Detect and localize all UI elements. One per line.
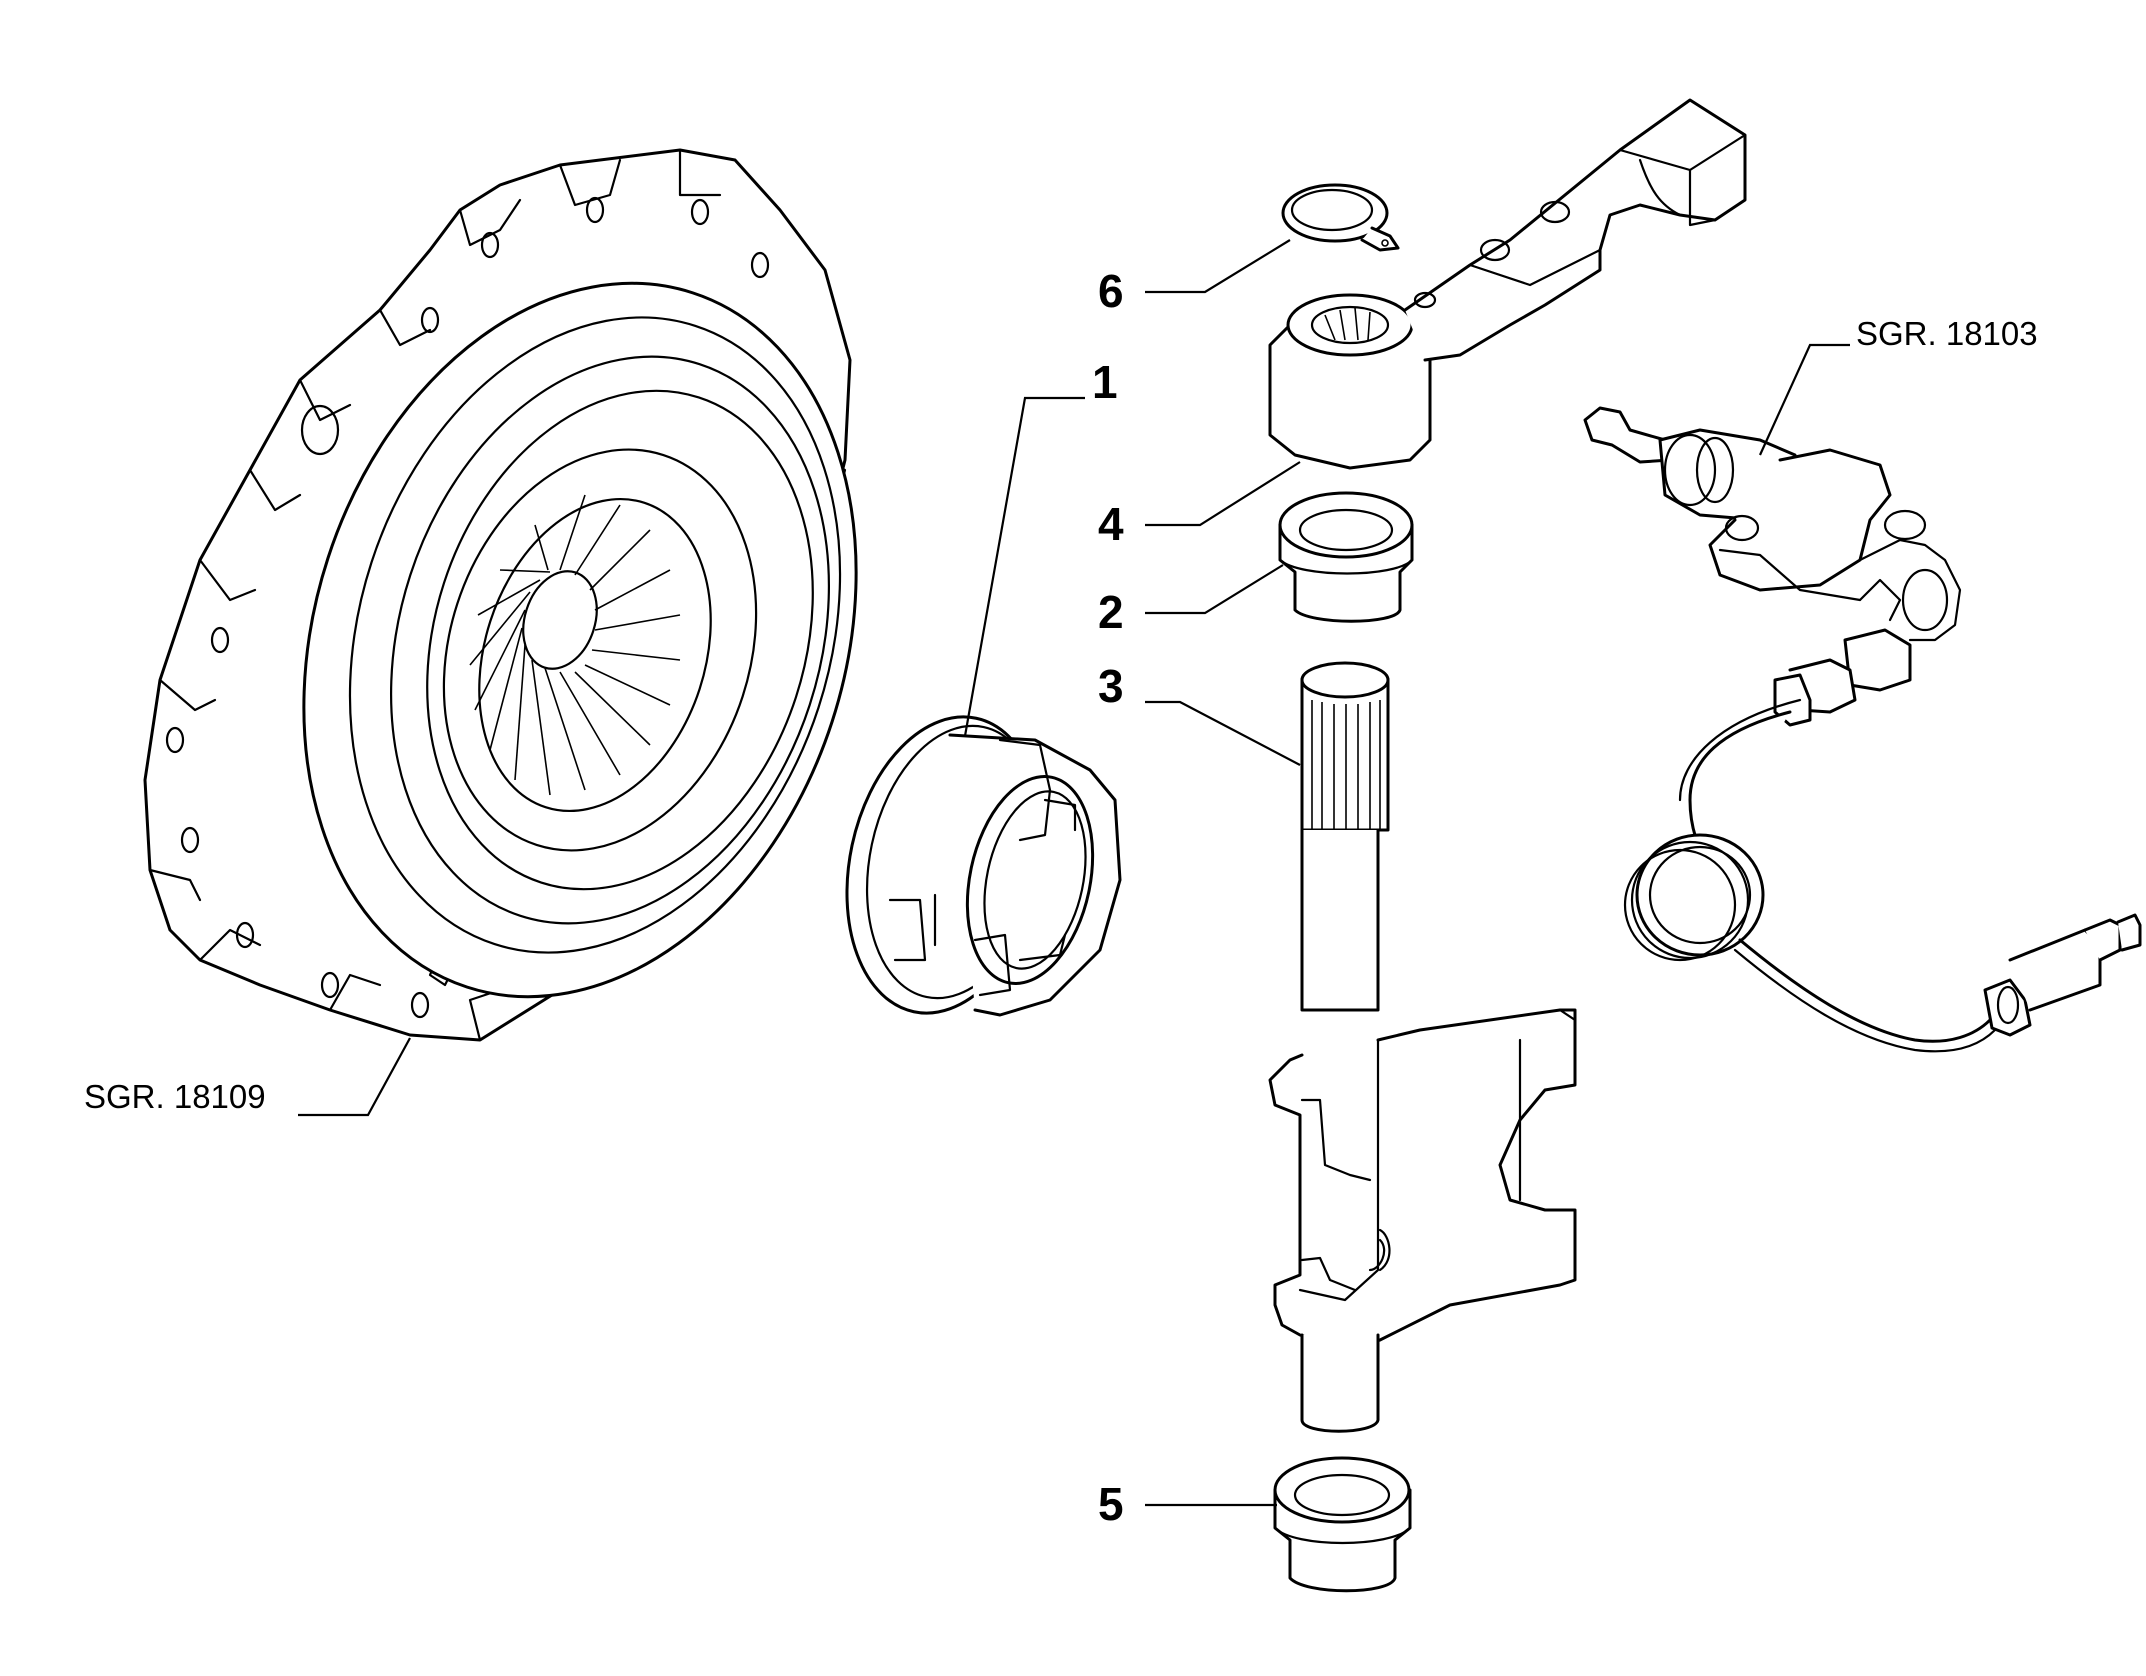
callout-1: 1 (963, 356, 1118, 737)
release-fork-shaft (1268, 661, 1577, 1433)
ref-text-sgr-18109: SGR. 18109 (84, 1078, 266, 1115)
bushing-lower (1273, 1456, 1412, 1593)
clutch-pressure-plate (143, 148, 858, 1042)
slave-cylinder-hose (1583, 406, 2142, 1053)
diaphragm-spring-fingers (469, 494, 712, 813)
callout-2: 2 (1098, 564, 1284, 638)
callout-number-1: 1 (1092, 356, 1118, 408)
release-bearing (845, 715, 1122, 1017)
callout-number-3: 3 (1098, 660, 1124, 712)
shaft-splines (1311, 700, 1381, 830)
callout-number-2: 2 (1098, 586, 1124, 638)
callout-number-4: 4 (1098, 498, 1124, 550)
callout-5: 5 (1098, 1478, 1277, 1530)
ref-label-master-cylinder: SGR. 18103 (1758, 315, 2038, 456)
bushing-upper (1278, 491, 1414, 623)
callout-3: 3 (1098, 660, 1301, 766)
release-lever (1268, 98, 1747, 470)
ref-label-clutch-cover: SGR. 18109 (84, 1037, 411, 1117)
callout-6: 6 (1098, 239, 1291, 317)
ref-text-sgr-18103: SGR. 18103 (1856, 315, 2038, 352)
callout-4: 4 (1098, 461, 1301, 550)
callout-number-5: 5 (1098, 1478, 1124, 1530)
circlip (1281, 183, 1400, 252)
callout-number-6: 6 (1098, 265, 1124, 317)
